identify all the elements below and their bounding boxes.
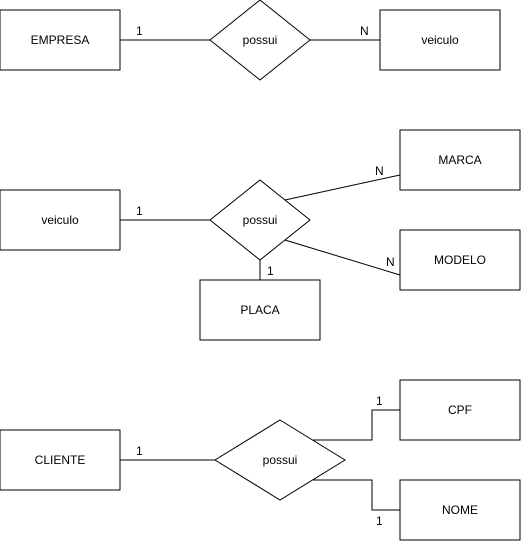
- relationship-possui-3[interactable]: [214, 419, 346, 501]
- cardinality-placa: 1: [267, 264, 274, 278]
- er-diagram-3: CLIENTE possui CPF NOME 1 1 1: [0, 379, 521, 541]
- entity-cliente-label: CLIENTE: [35, 453, 86, 467]
- entity-cliente[interactable]: [0, 429, 121, 491]
- entity-placa-label: PLACA: [240, 303, 279, 317]
- edge-possui-cpf: [313, 409, 400, 441]
- cardinality-modelo: N: [386, 255, 395, 269]
- edge-possui-marca: [284, 174, 401, 201]
- entity-placa[interactable]: [199, 279, 321, 341]
- relationship-possui-1-label: possui: [243, 33, 278, 47]
- entity-veiculo-1-label: veiculo: [421, 33, 459, 47]
- entity-veiculo-2[interactable]: [0, 189, 121, 251]
- er-diagram-2: veiculo possui MARCA MODELO PLACA 1 N N …: [0, 129, 521, 341]
- entity-cpf[interactable]: [399, 379, 521, 441]
- relationship-possui-2-label: possui: [243, 213, 278, 227]
- entity-cpf-label: CPF: [448, 403, 472, 417]
- relationship-possui-2[interactable]: [209, 179, 311, 261]
- relationship-possui-3-label: possui: [263, 453, 298, 467]
- entity-modelo[interactable]: [399, 229, 521, 291]
- entity-marca[interactable]: [399, 129, 521, 191]
- er-diagram-1: EMPRESA possui veiculo 1 N: [0, 0, 501, 81]
- cardinality-veiculo-2: 1: [136, 204, 143, 218]
- cardinality-marca: N: [375, 164, 384, 178]
- entity-marca-label: MARCA: [438, 153, 481, 167]
- edge-possui-modelo: [284, 239, 401, 276]
- entity-nome[interactable]: [399, 479, 521, 541]
- entity-empresa-label: EMPRESA: [31, 33, 90, 47]
- cardinality-nome: 1: [376, 514, 383, 528]
- relationship-possui-1[interactable]: [209, 0, 311, 81]
- entity-empresa[interactable]: [0, 9, 121, 71]
- cardinality-veiculo-1: N: [360, 24, 369, 38]
- entity-modelo-label: MODELO: [434, 253, 486, 267]
- cardinality-cliente: 1: [136, 444, 143, 458]
- edge-possui-nome: [313, 479, 400, 511]
- cardinality-cpf: 1: [376, 394, 383, 408]
- cardinality-empresa: 1: [136, 24, 143, 38]
- entity-veiculo-1[interactable]: [379, 9, 501, 71]
- entity-veiculo-2-label: veiculo: [41, 213, 79, 227]
- entity-nome-label: NOME: [442, 503, 478, 517]
